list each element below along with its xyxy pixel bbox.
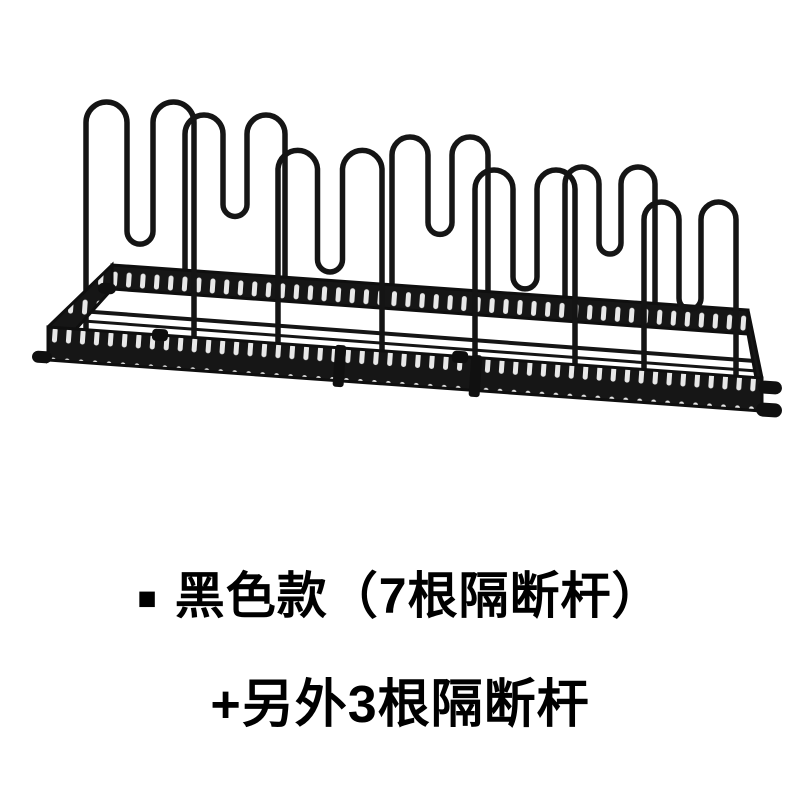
front-wire-dividers	[83, 99, 739, 390]
connector-clips	[151, 328, 469, 364]
caption-line-2: +另外3根隔断杆	[210, 676, 590, 734]
wire-divider	[275, 147, 385, 364]
wire-divider	[83, 99, 197, 350]
wire-divider	[389, 134, 491, 308]
caption-line-1: ■ 黑色款（7根隔断杆）	[0, 566, 800, 626]
product-image	[0, 15, 800, 535]
slider-joint-tabs	[332, 344, 483, 398]
end-knobs	[32, 282, 782, 418]
bullet-square-icon: ■	[137, 580, 157, 616]
pot-lid-rack-illustration	[32, 99, 782, 418]
back-wire-dividers	[182, 112, 658, 320]
wire-divider	[182, 112, 288, 293]
caption-line1-text: 黑色款（7根隔断杆）	[174, 568, 663, 624]
wire-divider	[472, 167, 578, 378]
wire-divider	[562, 164, 658, 320]
wire-divider	[641, 199, 739, 390]
